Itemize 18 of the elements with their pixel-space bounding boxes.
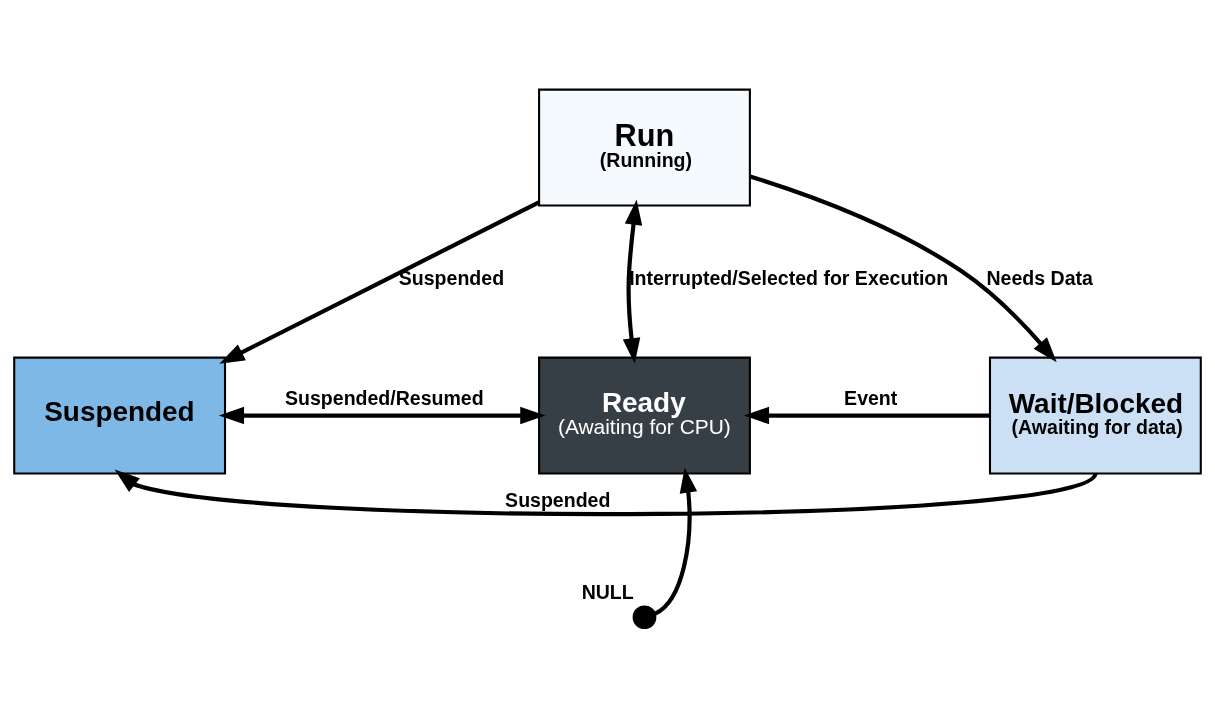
arrow: [749, 174, 1057, 363]
arrow: [654, 467, 698, 616]
edge-label: Needs Data: [986, 267, 1093, 290]
node-label: NULL: [581, 581, 634, 604]
arrow: [218, 406, 546, 425]
node-box: Suspended: [13, 356, 227, 475]
arrow: [622, 199, 643, 364]
edge-label: Suspended: [398, 267, 505, 290]
arrow: [743, 406, 990, 425]
edge-label: Suspended/Resumed: [285, 386, 484, 409]
arrow: [114, 469, 1097, 516]
node-circle: [632, 605, 657, 630]
node-box: Wait/Blocked (Awaiting for data): [988, 356, 1202, 475]
node-box: Run (Running): [538, 88, 751, 207]
node-box: Ready (Awaiting for CPU): [538, 356, 751, 475]
edge-label: Event: [844, 386, 898, 409]
edge-label: Suspended: [505, 489, 611, 512]
arrow: [219, 200, 540, 364]
